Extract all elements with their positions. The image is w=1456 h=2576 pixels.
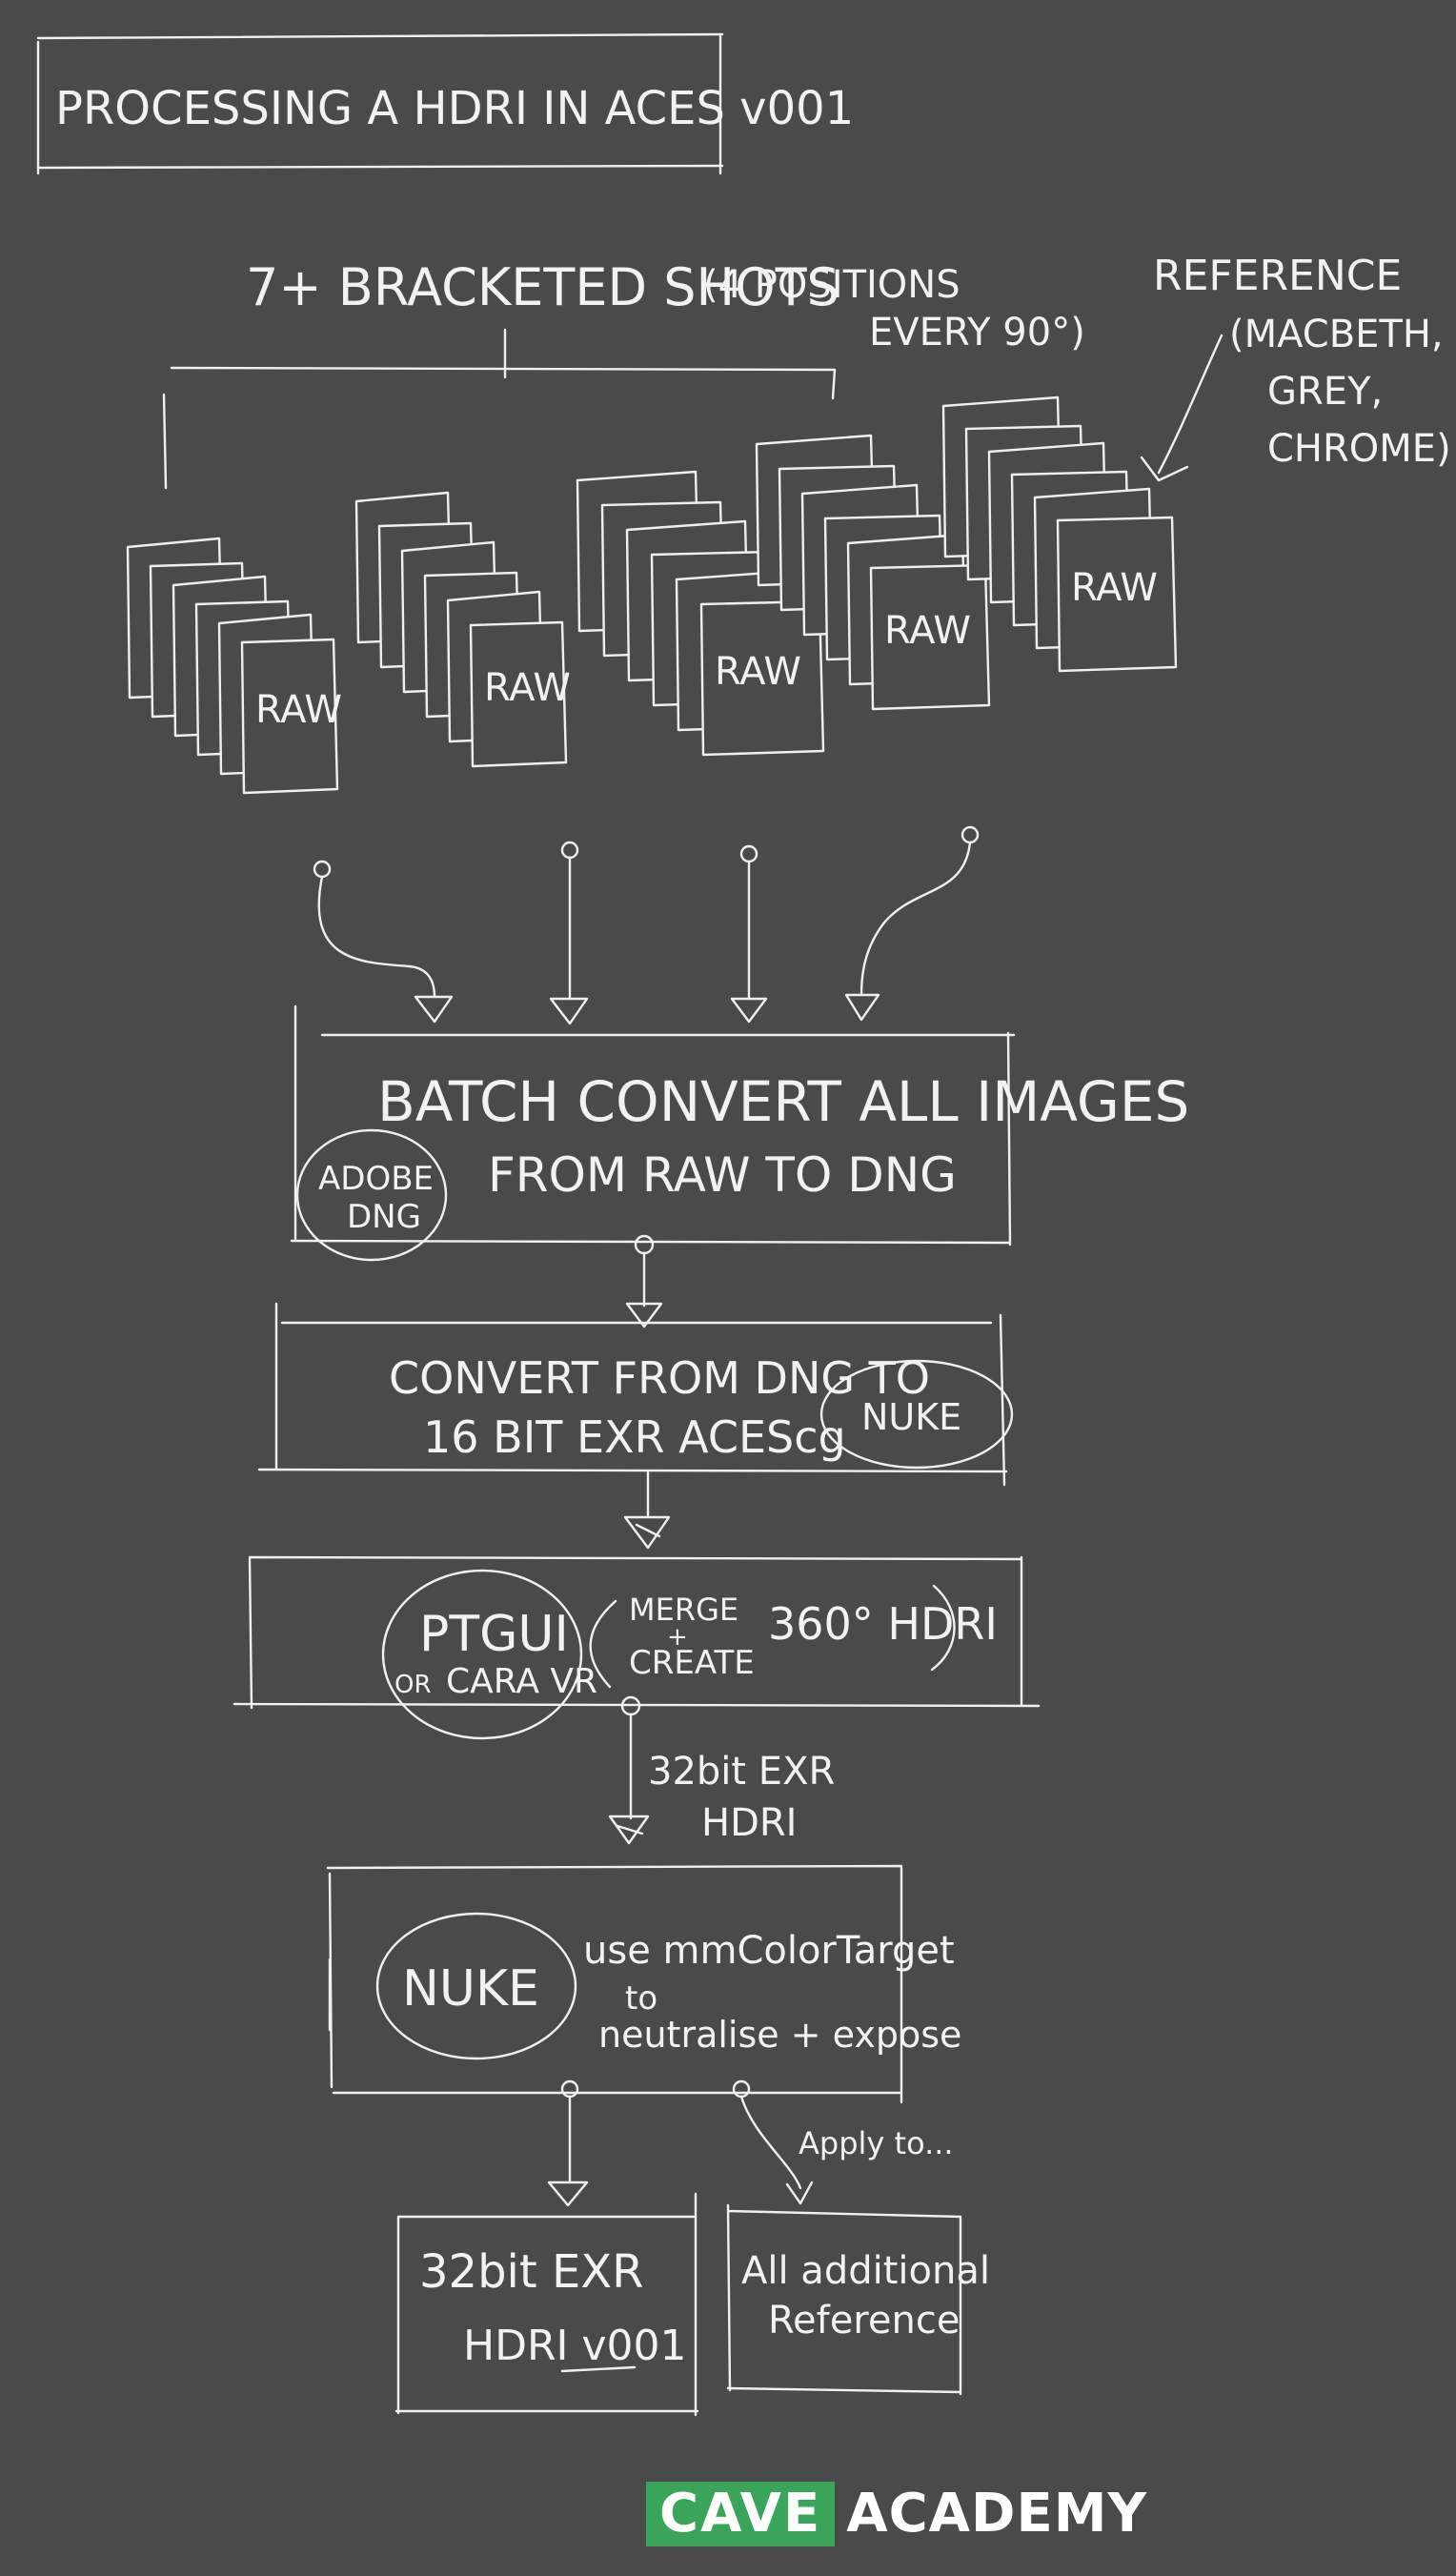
connector-node (732, 2079, 751, 2099)
photo-sheet (869, 563, 991, 711)
connector-node (560, 2079, 579, 2099)
step4-line3: neutralise + expose (598, 2014, 961, 2056)
step2-line1: CONVERT FROM DNG TO (389, 1352, 930, 1404)
step3-frame (233, 1555, 1041, 1710)
adobe-dng-circle (295, 1128, 448, 1262)
step1-line2: FROM RAW TO DNG (488, 1147, 957, 1203)
raw-label: RAW (1071, 566, 1158, 610)
paren-close (930, 1584, 956, 1672)
step-batch-convert: BATCH CONVERT ALL IMAGES FROM RAW TO DNG… (290, 1004, 1189, 1262)
arrow-head (625, 1302, 663, 1329)
reference-line1: REFERENCE (1153, 252, 1402, 300)
step3-result: 360° HDRI (768, 1598, 998, 1650)
output1-line1: 32bit EXR (419, 2245, 644, 2299)
reference-line3: GREY, (1267, 370, 1383, 414)
output1-frame (394, 2192, 699, 2417)
raw-label: RAW (884, 609, 971, 653)
step4-line1: use mmColorTarget (583, 1929, 955, 1973)
output1-line2: HDRI v001 (463, 2322, 687, 2370)
connector-node (961, 825, 980, 844)
brackets-line1: 7+ BRACKETED SHOTS (246, 257, 839, 317)
connector-node (739, 844, 758, 863)
step1-tool-line1: ADOBE (318, 1160, 434, 1198)
step3-merge-plus: + (667, 1623, 688, 1652)
step4-frame (326, 1864, 903, 2104)
connector-line (739, 2095, 802, 2190)
photo-sheet (240, 638, 339, 795)
step4-line2: to (625, 1979, 657, 2018)
page-title: PROCESSING A HDRI IN ACES v001 (55, 82, 854, 135)
step3-tool-prefix: OR (394, 1671, 432, 1699)
reference-caption: REFERENCE (MACBETH, GREY, CHROME) (1140, 252, 1451, 482)
arrow-head (785, 2180, 814, 2205)
raw-photo-stacks: RAW RAW RAW RAW RAW (126, 396, 1178, 795)
step3-merge-line2: CREATE (629, 1644, 755, 1682)
brackets-brace (162, 328, 837, 490)
photo-sheet (1056, 516, 1178, 673)
output2-line2: Reference (768, 2299, 960, 2343)
output1-underline (560, 2365, 637, 2373)
output-reference: All additional Reference (726, 2203, 990, 2396)
arrow-head (549, 997, 589, 1025)
logo-text: ACADEMY (846, 2483, 1148, 2545)
intermediate-line1: 32bit EXR (648, 1750, 835, 1794)
step1-frame (290, 1004, 1016, 1247)
ptgui-circle (381, 1569, 583, 1740)
arrow-head (414, 995, 454, 1024)
connector-node (313, 860, 332, 879)
stack-connectors (313, 825, 980, 1025)
output2-line1: All additional (741, 2249, 990, 2293)
arrow-head (730, 997, 768, 1024)
reference-line2: (MACBETH, (1229, 313, 1444, 356)
reference-line4: CHROME) (1267, 427, 1451, 471)
output2-frame (726, 2203, 962, 2396)
raw-label: RAW (715, 650, 801, 694)
photo-sheet (469, 620, 568, 768)
arrow-head (623, 1515, 671, 1550)
logo-box: CAVE (646, 2482, 836, 2546)
brackets-line2a: (4 POSITIONS (703, 263, 961, 307)
raw-label: RAW (255, 688, 342, 732)
apply-label: Apply to... (799, 2125, 954, 2161)
step2-tool: NUKE (861, 1396, 961, 1438)
output-hdri: 32bit EXR HDRI v001 (394, 2192, 699, 2417)
reference-arrow (1140, 334, 1223, 482)
cave-academy-logo: CAVE ACADEMY (646, 2480, 1147, 2548)
arrow-head (844, 993, 880, 1022)
connector-node (634, 1234, 655, 1255)
nuke-circle (819, 1359, 1014, 1470)
nuke-circle-2 (375, 1912, 577, 2060)
brackets-line2b: EVERY 90°) (869, 311, 1085, 355)
step4-tool: NUKE (402, 1960, 539, 2018)
photo-sheet (699, 599, 825, 757)
arrow-head (547, 2180, 589, 2207)
raw-label: RAW (484, 666, 571, 710)
arrow-head (608, 1815, 650, 1845)
title-frame (36, 32, 724, 175)
connector-line (859, 841, 972, 997)
step-neutralise: NUKE use mmColorTarget to neutralise + e… (326, 1864, 961, 2104)
step-convert-exr: CONVERT FROM DNG TO 16 BIT EXR ACEScg NU… (257, 1302, 1014, 1487)
step2-line2: 16 BIT EXR ACEScg (423, 1411, 846, 1463)
title-block: PROCESSING A HDRI IN ACES v001 (36, 32, 854, 175)
paren-open (589, 1599, 617, 1689)
step1-tool-line2: DNG (347, 1198, 421, 1236)
step1-line1: BATCH CONVERT ALL IMAGES (377, 1069, 1189, 1134)
step3-tool-line2: CARA VR (446, 1662, 597, 1701)
bracketed-caption: 7+ BRACKETED SHOTS (4 POSITIONS EVERY 90… (162, 257, 1085, 490)
step-merge-hdri: PTGUI OR CARA VR MERGE + CREATE 360° HDR… (233, 1555, 1041, 1740)
step3-tool-line1: PTGUI (419, 1606, 569, 1663)
intermediate-line2: HDRI (701, 1801, 797, 1845)
connector-node (560, 841, 579, 860)
step2-frame (257, 1302, 1008, 1487)
connector-line (317, 875, 436, 999)
step3-merge-line1: MERGE (629, 1592, 738, 1628)
